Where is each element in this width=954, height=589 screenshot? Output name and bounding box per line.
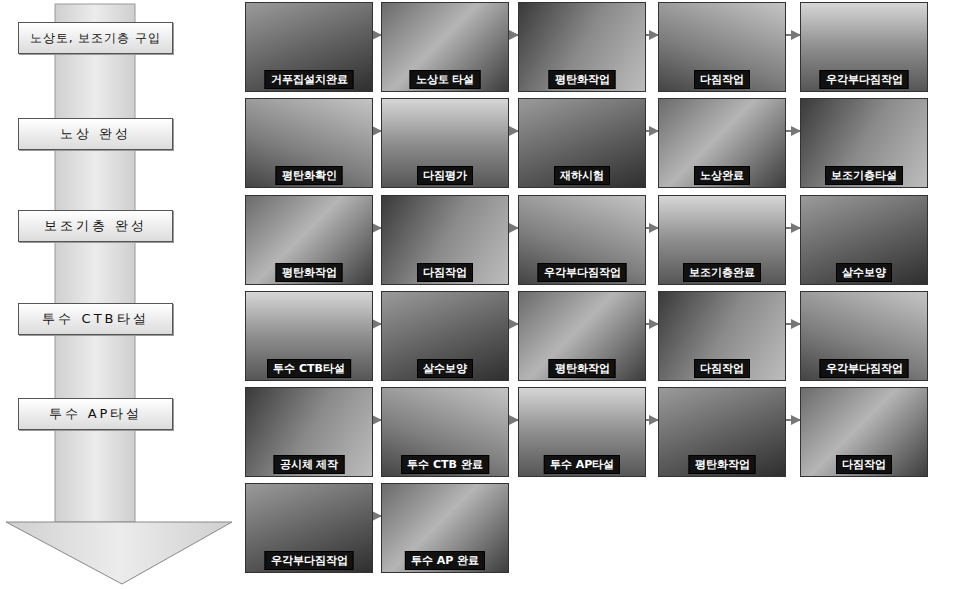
photo-caption: 평탄화확인	[276, 166, 343, 185]
flow-arrow	[373, 515, 381, 517]
photo-panel: 평탄화작업	[245, 195, 373, 285]
photo-panel: 보조기층타설	[800, 98, 928, 188]
flow-arrow	[509, 34, 518, 36]
photo-caption: 투수 CTB타설	[267, 359, 351, 378]
photo-panel: 노상완료	[658, 98, 786, 188]
flow-arrow	[373, 34, 381, 36]
arrow-head	[6, 522, 232, 584]
photo-panel: 공시체 제작	[245, 387, 373, 477]
photo-panel: 우각부다짐작업	[800, 2, 928, 92]
flow-arrow	[373, 227, 381, 229]
flow-arrow	[786, 130, 800, 132]
flow-arrow	[646, 34, 658, 36]
photo-panel: 보조기층완료	[658, 195, 786, 285]
photo-panel: 우각부다짐작업	[800, 291, 928, 381]
flow-arrow	[509, 227, 518, 229]
photo-caption: 투수 CTB 완료	[401, 455, 489, 474]
photo-caption: 우각부다짐작업	[265, 551, 354, 570]
photo-caption: 우각부다짐작업	[820, 359, 909, 378]
flow-arrow	[786, 227, 800, 229]
photo-caption: 노상토 타설	[410, 70, 481, 89]
photo-panel: 살수보양	[800, 195, 928, 285]
photo-caption: 평탄화작업	[276, 263, 343, 282]
flow-arrow	[373, 323, 381, 325]
photo-panel: 다짐작업	[658, 291, 786, 381]
process-box: 노상토, 보조기층 구입	[18, 22, 173, 54]
photo-caption: 투수 AP타설	[544, 455, 620, 474]
step-label: 노상 완성	[54, 125, 137, 143]
step-label: 노상토, 보조기층 구입	[24, 30, 168, 47]
process-box: 투수 AP타설	[18, 398, 173, 430]
photo-caption: 평탄화작업	[549, 359, 616, 378]
photo-caption: 투수 AP 완료	[405, 551, 485, 570]
step-label: 투수 CTB타설	[36, 310, 154, 328]
photo-caption: 평탄화작업	[689, 455, 756, 474]
photo-caption: 다짐평가	[417, 166, 473, 185]
flow-arrow	[373, 419, 381, 421]
photo-panel: 거푸집설치완료	[245, 2, 373, 92]
photo-panel: 평탄화작업	[518, 291, 646, 381]
process-box: 노상 완성	[18, 118, 173, 150]
photo-caption: 재하시험	[554, 166, 610, 185]
flow-arrow	[646, 323, 658, 325]
process-box: 투수 CTB타설	[18, 303, 173, 335]
flow-arrow	[646, 130, 658, 132]
photo-caption: 거푸집설치완료	[265, 70, 354, 89]
flow-arrow	[786, 34, 800, 36]
process-box: 보조기층 완성	[18, 210, 173, 242]
flow-arrow	[509, 130, 518, 132]
photo-caption: 우각부다짐작업	[538, 263, 627, 282]
photo-caption: 다짐작업	[417, 263, 473, 282]
photo-caption: 공시체 제작	[274, 455, 345, 474]
photo-panel: 우각부다짐작업	[518, 195, 646, 285]
photo-caption: 다짐작업	[694, 359, 750, 378]
flow-arrow	[509, 323, 518, 325]
photo-panel: 평탄화확인	[245, 98, 373, 188]
photo-panel: 재하시험	[518, 98, 646, 188]
photo-caption: 살수보양	[417, 359, 473, 378]
photo-panel: 평탄화작업	[658, 387, 786, 477]
photo-caption: 살수보양	[836, 263, 892, 282]
photo-caption: 보조기층완료	[683, 263, 761, 282]
photo-caption: 다짐작업	[694, 70, 750, 89]
photo-caption: 보조기층타설	[825, 166, 903, 185]
photo-panel: 다짐평가	[381, 98, 509, 188]
step-label: 투수 AP타설	[43, 405, 149, 423]
photo-panel: 노상토 타설	[381, 2, 509, 92]
flow-arrow	[373, 130, 381, 132]
step-label: 보조기층 완성	[38, 217, 153, 235]
arrow-shaft	[55, 4, 135, 522]
photo-panel: 우각부다짐작업	[245, 483, 373, 573]
photo-caption: 평탄화작업	[549, 70, 616, 89]
photo-caption: 다짐작업	[836, 455, 892, 474]
photo-panel: 살수보양	[381, 291, 509, 381]
photo-panel: 다짐작업	[381, 195, 509, 285]
photo-caption: 노상완료	[694, 166, 750, 185]
photo-panel: 투수 CTB 완료	[381, 387, 509, 477]
photo-caption: 우각부다짐작업	[820, 70, 909, 89]
flow-arrow	[646, 227, 658, 229]
photo-panel: 투수 AP타설	[518, 387, 646, 477]
flow-arrow	[509, 419, 518, 421]
flow-arrow	[646, 419, 658, 421]
photo-panel: 투수 CTB타설	[245, 291, 373, 381]
flow-arrow	[786, 419, 800, 421]
photo-panel: 평탄화작업	[518, 2, 646, 92]
photo-panel: 다짐작업	[800, 387, 928, 477]
photo-panel: 투수 AP 완료	[381, 483, 509, 573]
flow-arrow	[786, 323, 800, 325]
photo-panel: 다짐작업	[658, 2, 786, 92]
